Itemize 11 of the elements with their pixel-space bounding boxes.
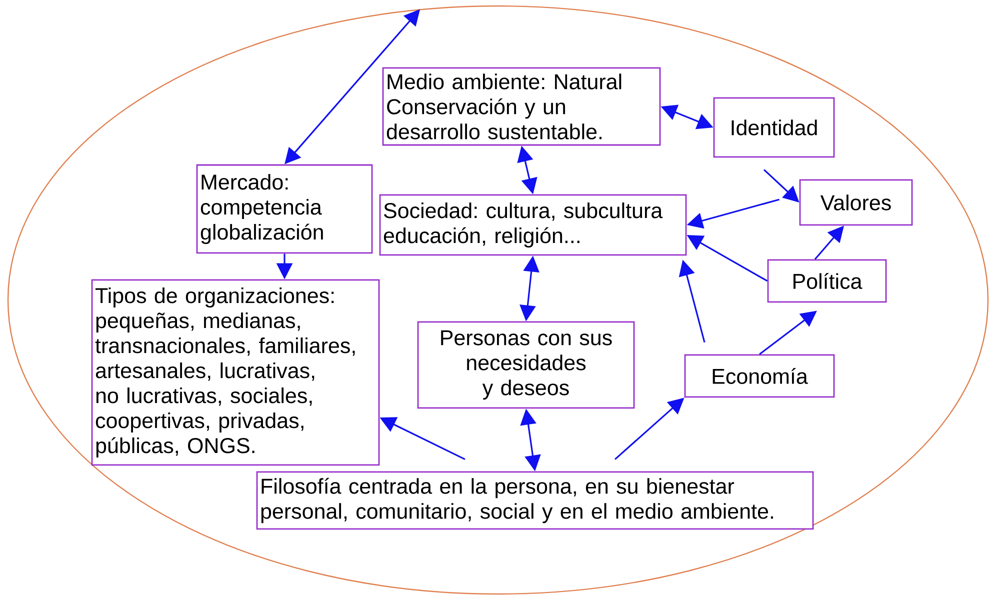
text-box: Identidad (713, 97, 835, 158)
text-box: Medio ambiente: Natural Conservación y un desarrollo sustentable. (382, 67, 661, 146)
outline-ellipse (7, 5, 989, 595)
text-box: Filosofía centrada en la persona, en su bienestar personal, comunitario, social y en el medio ambiente. (256, 471, 814, 530)
text-box: Política (767, 259, 887, 303)
text-box: Economía (684, 354, 835, 398)
text-box: Tipos de organizaciones: pequeñas, medianas, transnacionales, familiares, artesanales, lucrativas, no lucrativas, sociales, coopertivas, privadas, públicas, ONGS. (91, 279, 380, 466)
text-box: Valores (799, 179, 913, 226)
text-box: Sociedad: cultura, subcultura educación, religión... (379, 194, 687, 256)
text-box: Personas con sus necesidades y deseos (417, 321, 635, 409)
text-box: Mercado: competencia globalización (196, 164, 373, 254)
